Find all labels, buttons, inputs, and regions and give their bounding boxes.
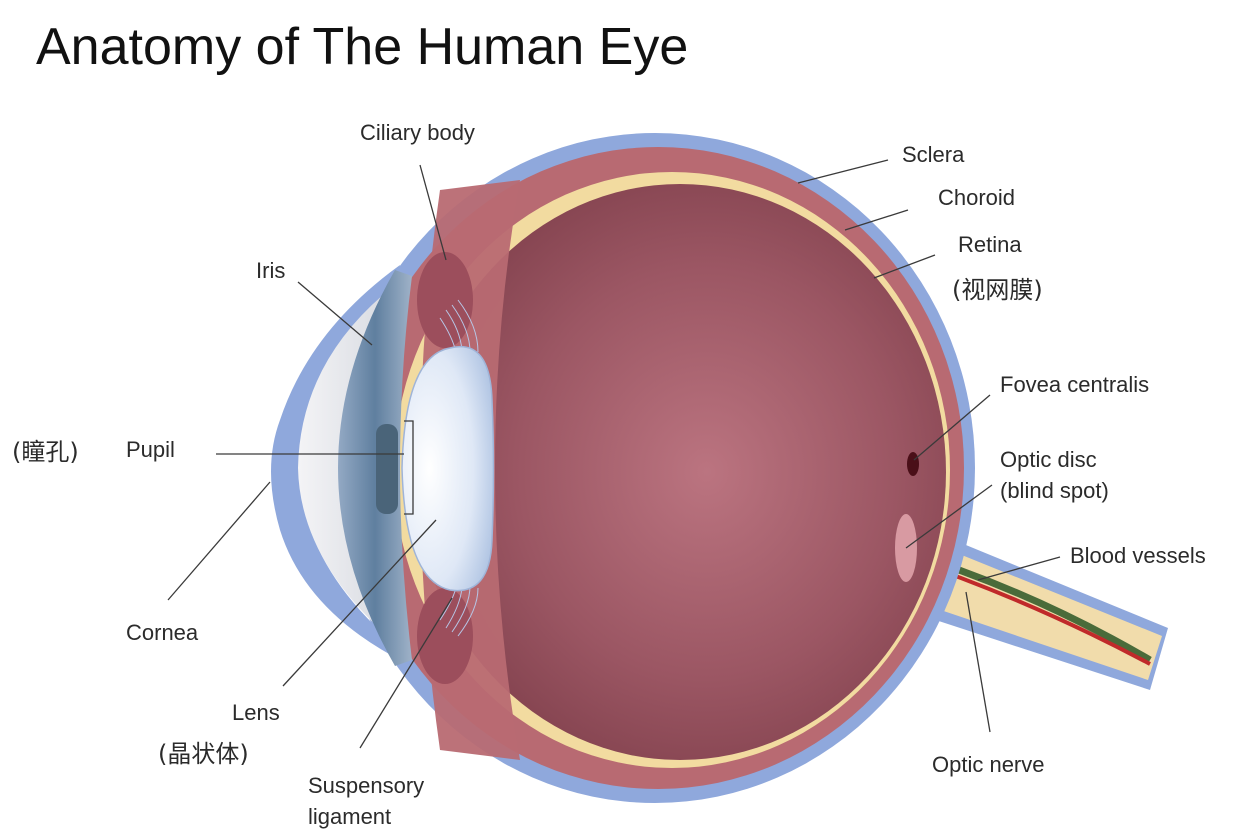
label-choroid: Choroid xyxy=(938,185,1015,210)
label-blood-vessels: Blood vessels xyxy=(1070,543,1206,568)
label-lens: Lens xyxy=(232,700,280,725)
cornea-shape xyxy=(271,265,400,660)
label-ciliary-body: Ciliary body xyxy=(360,120,475,145)
label-pupil: Pupil xyxy=(126,437,175,462)
label-pupil-cn: (瞳孔) xyxy=(12,438,79,466)
fovea-shape xyxy=(907,452,919,476)
label-cornea: Cornea xyxy=(126,620,199,645)
diagram-title: Anatomy of The Human Eye xyxy=(36,18,688,76)
lens-shape xyxy=(401,345,495,592)
label-optic-disc-blind-spot: (blind spot) xyxy=(1000,478,1109,503)
label-lens-cn: (晶状体) xyxy=(158,740,249,768)
label-optic-nerve: Optic nerve xyxy=(932,752,1045,777)
ciliary-body-shape xyxy=(417,252,473,684)
label-retina-cn: (视网膜) xyxy=(952,276,1043,304)
label-suspensory: Suspensory xyxy=(308,773,424,798)
leader-lines xyxy=(167,159,1061,749)
label-retina: Retina xyxy=(958,232,1022,257)
pupil-shape xyxy=(376,424,398,514)
label-sclera: Sclera xyxy=(902,142,965,167)
label-fovea-centralis: Fovea centralis xyxy=(1000,372,1149,397)
label-iris: Iris xyxy=(256,258,285,283)
label-suspensory-ligament: ligament xyxy=(308,804,391,829)
label-optic-disc: Optic disc xyxy=(1000,447,1097,472)
vitreous-body xyxy=(414,184,946,760)
